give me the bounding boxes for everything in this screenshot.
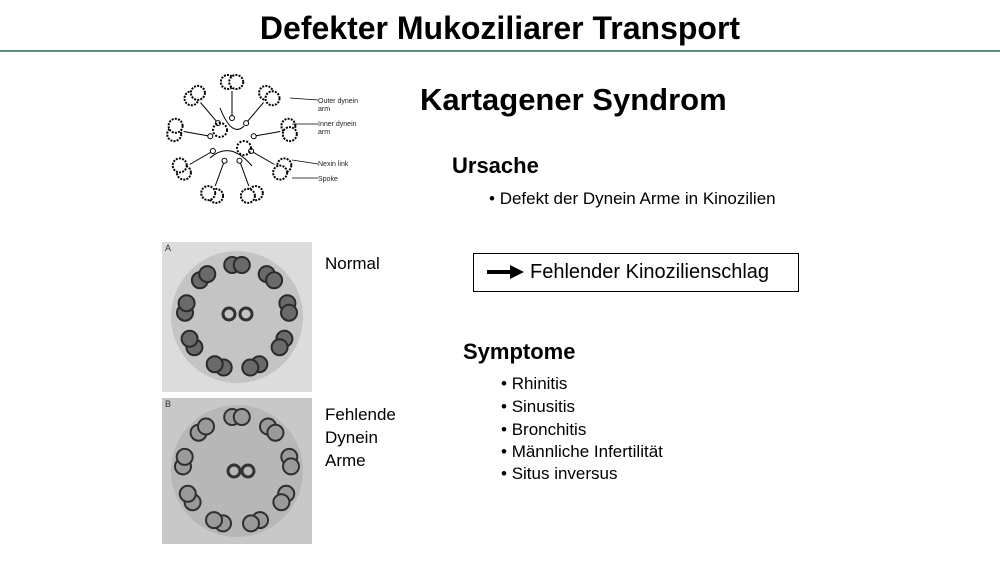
radial-spoke [214, 160, 225, 187]
outer-doublets [166, 74, 298, 204]
radial-spoke [245, 102, 264, 124]
central-pair [209, 107, 253, 167]
radial-spoke [189, 150, 214, 165]
spoke-head [250, 133, 257, 140]
doublet-microtubule [232, 408, 251, 426]
title-divider [0, 50, 1000, 52]
axoneme-diagram: Outer dynein arm Inner dynein arm Nexin … [166, 74, 358, 204]
consequence-text: Fehlender Kinozilienschlag [530, 261, 770, 283]
doublet-microtubule [266, 423, 285, 442]
radial-spoke [253, 131, 281, 137]
label-inner-dynein: Inner dynein [318, 121, 357, 128]
symptom-item: Männliche Infertilität [501, 442, 663, 462]
slide-title: Defekter Mukoziliarer Transport [259, 10, 741, 46]
micrograph-normal: A [162, 242, 312, 392]
doublet-microtubule [242, 514, 260, 533]
doublet-microtubule [241, 358, 260, 377]
label-nexin-link: Nexin link [318, 161, 349, 168]
doublet-microtubule [177, 294, 196, 313]
doublet-microtubule [200, 185, 217, 202]
caption-defect-line: Dynein [325, 428, 378, 447]
spoke-head [209, 148, 216, 154]
spoke-head [243, 120, 250, 127]
panel-letter-a: A [165, 243, 171, 253]
radial-spoke [239, 160, 250, 187]
doublet-microtubule [189, 84, 206, 101]
slide-subtitle: Kartagener Syndrom [420, 82, 727, 117]
doublet-microtubule [180, 329, 199, 348]
ursache-item: Defekt der Dynein Arme in Kinozilien [489, 189, 776, 209]
consequence-box: Fehlender Kinozilienschlag [473, 253, 799, 292]
doublet-microtubule [270, 338, 289, 357]
doublet-microtubule [175, 447, 194, 466]
doublet-microtubule [197, 417, 215, 436]
ursache-heading: Ursache [452, 153, 539, 178]
doublet-microtubule [272, 164, 289, 181]
doublet-microtubule [281, 126, 298, 143]
spoke-head [229, 115, 235, 121]
radial-spoke [200, 102, 219, 124]
symptom-item: Situs inversus [501, 464, 618, 484]
doublet-microtubule [232, 256, 251, 274]
label-inner-dynein-arm: arm [318, 129, 330, 136]
caption-defect: Fehlende Dynein Arme [325, 403, 396, 472]
right-arrow-icon [487, 265, 524, 279]
spoke-head [236, 157, 243, 164]
doublet-microtubule [171, 157, 188, 174]
label-outer-dynein: Outer dynein [318, 98, 358, 105]
symptome-heading: Symptome [463, 339, 576, 364]
label-spoke: Spoke [318, 176, 338, 183]
doublet-microtubule [167, 117, 184, 134]
pointer-lines [289, 97, 319, 179]
panel-letter-b: B [165, 399, 171, 409]
micrograph-defect: B [162, 398, 312, 544]
radial-spoke [250, 150, 275, 165]
doublet-microtubule [228, 74, 245, 90]
doublet-microtubule [272, 493, 291, 512]
doublet-microtubule [265, 271, 284, 290]
symptom-item: Bronchitis [501, 420, 587, 440]
doublet-microtubule [198, 265, 217, 284]
spoke-head [221, 157, 228, 164]
caption-defect-line: Arme [325, 451, 366, 470]
caption-normal: Normal [325, 254, 380, 273]
doublet-microtubule [239, 187, 256, 204]
doublet-microtubule [280, 303, 298, 322]
doublet-microtubule [264, 90, 281, 107]
symptom-item: Rhinitis [501, 374, 568, 394]
doublet-microtubule [282, 457, 300, 476]
doublet-microtubule [205, 355, 224, 374]
caption-defect-line: Fehlende [325, 405, 396, 424]
doublet-microtubule [178, 484, 197, 503]
radial-spoke [183, 131, 211, 137]
symptom-item: Sinusitis [501, 397, 575, 417]
doublet-microtubule [205, 511, 223, 530]
label-outer-dynein-arm: arm [318, 106, 330, 113]
spoke-head [207, 133, 214, 140]
